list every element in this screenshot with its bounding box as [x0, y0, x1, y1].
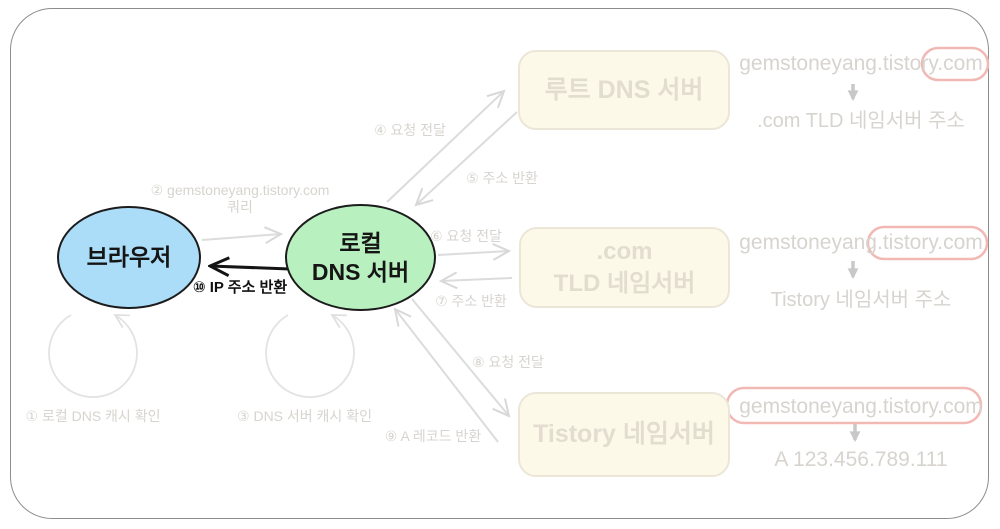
label-step2-query-line2: 쿼리 — [227, 199, 253, 215]
label-step6-forward-request: ⑥ 요청 전달 — [430, 228, 502, 244]
node-local-dns-server: 로컬 DNS 서버 — [285, 204, 436, 311]
label-step7-return-address: ⑦ 주소 반환 — [435, 293, 507, 309]
diagram-frame-border — [10, 8, 989, 519]
arrow-step8-request — [411, 298, 509, 416]
node-local-dns-label: 로컬 DNS 서버 — [311, 229, 410, 285]
annotation-tld-query-domain: gemstoneyang.tistory.com — [739, 231, 983, 254]
self-loop-dns-cache-icon — [265, 314, 355, 399]
highlight-oval-com — [920, 46, 990, 82]
self-loop-browser-cache-icon — [48, 314, 138, 399]
annotation-root-answer: .com TLD 네임서버 주소 — [757, 110, 965, 132]
label-step2-query: ② gemstoneyang.tistory.com — [150, 182, 330, 198]
node-com-tld-nameserver: .com TLD 네임서버 — [519, 227, 730, 308]
label-step9-a-record-return: ⑨ A 레코드 반환 — [384, 428, 482, 444]
node-root-dns-server: 루트 DNS 서버 — [518, 50, 730, 130]
annotation-a-record-answer: A 123.456.789.111 — [774, 448, 948, 471]
annotation-tld-answer: Tistory 네임서버 주소 — [770, 289, 952, 311]
label-step4-forward-request: ④ 요청 전달 — [374, 122, 446, 138]
arrow-step7-return — [441, 278, 513, 281]
node-com-tld-label: .com TLD 네임서버 — [553, 238, 696, 297]
node-tistory-nameserver: Tistory 네임서버 — [518, 392, 730, 477]
annotation-authoritative-query-domain: gemstoneyang.tistory.com — [739, 395, 983, 418]
arrow-step9-return — [395, 309, 499, 443]
label-step8-forward-request: ⑧ 요청 전달 — [472, 354, 544, 370]
highlight-oval-tistory-com — [866, 225, 989, 261]
label-step10-ip-return: ⑩ IP 주소 반환 — [192, 279, 288, 296]
annotation-root-query-domain: gemstoneyang.tistory.com — [739, 52, 983, 75]
arrow-step6-request — [437, 251, 509, 255]
arrow-step10-ip-return — [210, 266, 291, 269]
node-root-dns-label: 루트 DNS 서버 — [544, 75, 704, 104]
arrow-step4-request — [386, 91, 504, 203]
node-browser: 브라우저 — [57, 206, 201, 309]
node-tistory-ns-label: Tistory 네임서버 — [533, 420, 715, 449]
label-step1-local-cache-check: ① 로컬 DNS 캐시 확인 — [25, 408, 161, 424]
label-step5-return-address: ⑤ 주소 반환 — [466, 170, 538, 186]
arrow-step2-query — [201, 234, 281, 240]
node-browser-label: 브라우저 — [86, 244, 172, 271]
label-step3-server-cache-check: ③ DNS 서버 캐시 확인 — [237, 408, 372, 424]
arrow-step5-return — [416, 111, 518, 205]
